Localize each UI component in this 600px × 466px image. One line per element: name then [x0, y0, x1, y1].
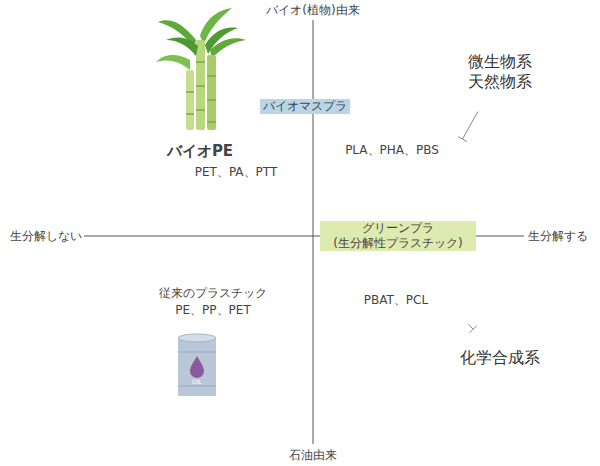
sugarcane [156, 8, 246, 130]
bio-pe-box: バイオPE [162, 140, 239, 163]
node-text: バイオマスプラ [260, 99, 350, 114]
node-text: 化学合成系 [460, 348, 540, 368]
node-text: PLA、PHA、PBS [345, 143, 439, 158]
node-shape [455, 313, 545, 403]
node-shape [162, 140, 239, 163]
leader-stroke [463, 112, 478, 140]
node-text: PBAT、PCL [364, 293, 428, 308]
category-circle: 微生物系 天然物系 [455, 27, 546, 118]
node-shape [115, 82, 507, 214]
node-text: グリーンプラ (生分解性プラスチック) [320, 221, 476, 251]
leader-line [468, 324, 476, 332]
vertical-axis [313, 20, 314, 444]
axis-or-note-label: 生分解する [528, 229, 588, 244]
axis-or-note-label: PE、PP、PET [175, 303, 250, 318]
axis-or-note-label: OIL [192, 378, 202, 386]
node-shape [318, 78, 482, 424]
leader-stroke [468, 324, 473, 329]
leader-tick [458, 137, 467, 142]
axis-or-note-label: バイオ(植物)由来 [266, 3, 359, 18]
green-plastic-ellipse: PLA、PHA、PBS グリーンプラ (生分解性プラスチック) PBAT、PCL [318, 78, 482, 424]
leader-line [458, 112, 478, 142]
node-text: バイオPE [167, 142, 233, 161]
oil-drum [178, 334, 216, 396]
axis-or-note-label: 従来のプラスチック [159, 286, 267, 301]
axis-or-note-label: 石油由来 [289, 448, 337, 463]
biomass-ellipse: バイオマスプラ PET、PA、PTT バイオPE [115, 82, 507, 214]
node-outline [318, 78, 482, 424]
node-shape [456, 28, 545, 117]
axis-or-note-label: 生分解しない [10, 229, 82, 244]
node-text: PET、PA、PTT [195, 165, 278, 180]
category-circle: 化学合成系 [454, 312, 546, 404]
node-text: 微生物系 天然物系 [465, 52, 535, 92]
leader-tick [469, 326, 476, 333]
